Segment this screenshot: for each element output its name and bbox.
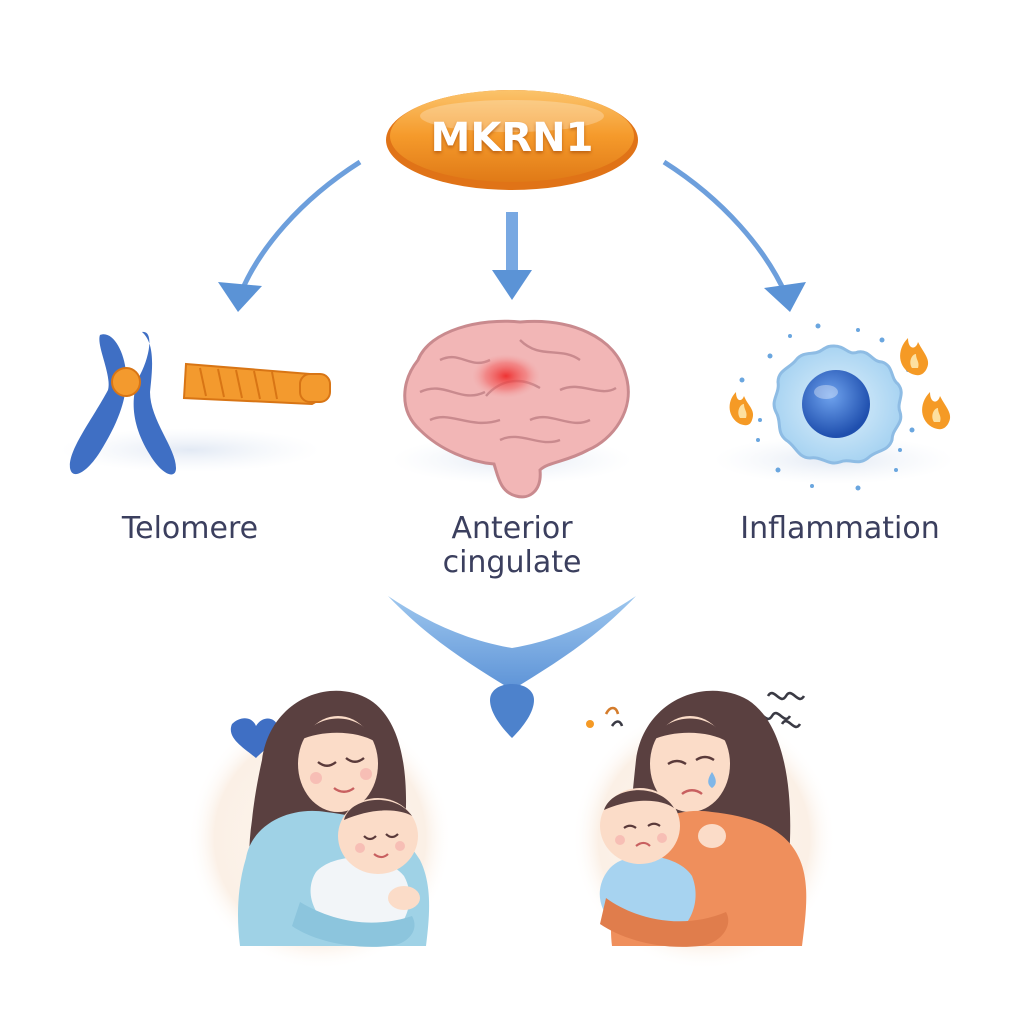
tear-icon bbox=[708, 772, 716, 788]
convergence-arrow bbox=[388, 596, 636, 738]
inflammation-label: Inflammation bbox=[740, 511, 940, 546]
mkrn1-node bbox=[386, 90, 638, 190]
anterior-cingulate-label: Anterior cingulate bbox=[442, 511, 582, 580]
chromosome-telomere-icon bbox=[60, 331, 331, 475]
brain-icon bbox=[392, 319, 632, 499]
mother-holding-baby-distressed-icon bbox=[572, 690, 836, 970]
flame-icon bbox=[729, 338, 951, 430]
immune-cell-inflammation-icon bbox=[714, 323, 954, 491]
arrow-to-inflammation bbox=[662, 159, 806, 312]
arrow-to-anterior-cingulate bbox=[492, 212, 532, 300]
arrow-to-telomere bbox=[218, 159, 362, 312]
mother-holding-baby-calm-icon bbox=[188, 690, 452, 970]
mkrn1-label: MKRN1 bbox=[430, 115, 594, 161]
telomere-label: Telomere bbox=[121, 511, 259, 546]
